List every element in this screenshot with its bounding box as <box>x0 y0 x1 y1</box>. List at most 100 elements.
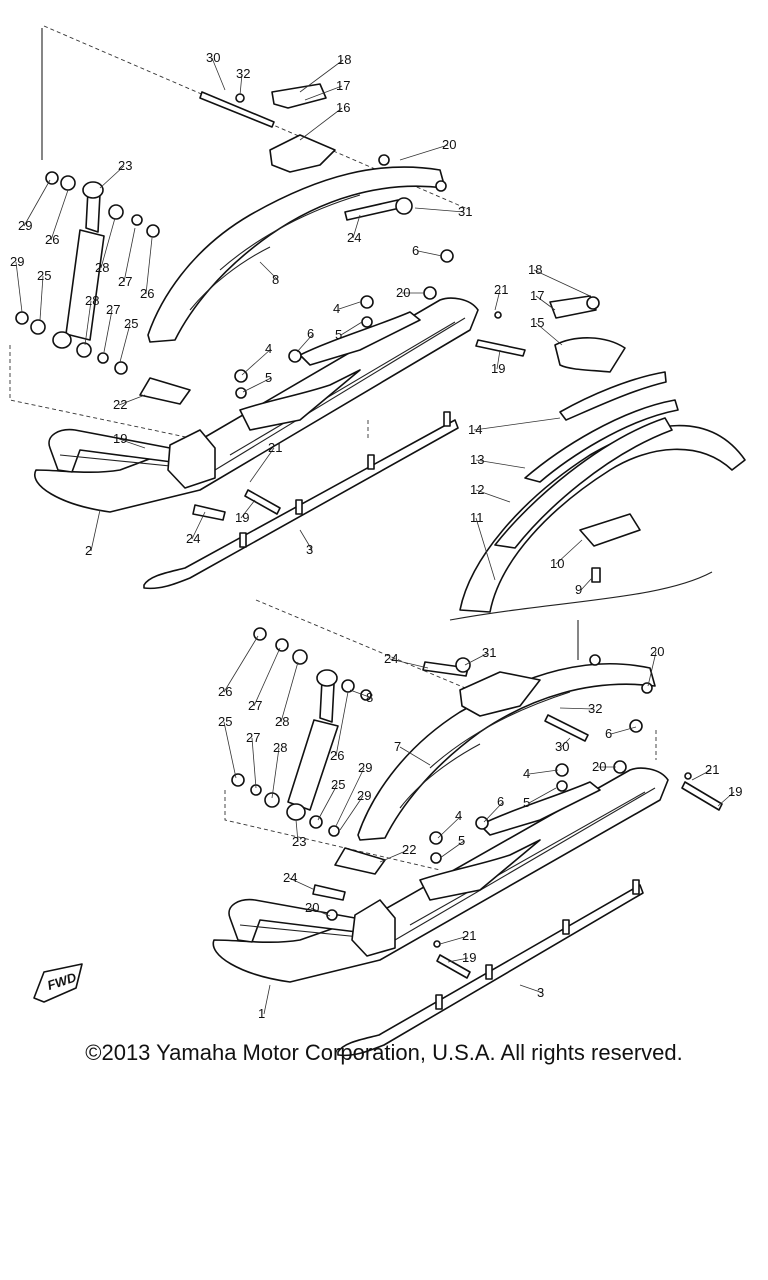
part-number-callout: 20 <box>396 285 410 300</box>
leader-line-c71 <box>437 815 462 839</box>
leader-line-c5 <box>299 107 343 141</box>
leader-line-c54 <box>223 721 237 779</box>
part-number-callout: 2 <box>85 543 92 558</box>
leader-line-c70 <box>483 801 504 823</box>
leaf-part-14 <box>559 371 667 421</box>
part-number-callout: 23 <box>118 158 132 173</box>
leader-line-c45 <box>580 577 593 591</box>
leader-line-c38 <box>475 489 511 503</box>
leader-line-c25 <box>494 289 501 311</box>
part-number-callout: 11 <box>470 510 484 525</box>
leader-line-c20 <box>84 300 92 346</box>
part-number-callout: 5 <box>523 795 530 810</box>
leader-line-c66 <box>317 784 338 821</box>
leader-line-c58 <box>251 737 257 789</box>
part-number-callout: 25 <box>218 714 232 729</box>
leader-line-c51 <box>280 661 299 723</box>
ski-part-1 <box>212 767 669 983</box>
washers-and-nuts-bottom <box>231 627 692 948</box>
leader-line-c61 <box>335 767 365 827</box>
leader-line-c49 <box>223 635 259 693</box>
part-number-callout: 24 <box>384 651 398 666</box>
leader-line-c32 <box>242 377 272 393</box>
part-number-callout: 27 <box>246 730 260 745</box>
leader-line-c18 <box>259 261 279 281</box>
part-number-callout: 28 <box>273 740 287 755</box>
leader-line-c56 <box>560 737 571 748</box>
part-number-callout: 5 <box>335 327 342 342</box>
leader-line-c19 <box>533 269 591 297</box>
leader-line-c17 <box>417 250 443 257</box>
leader-line-c37 <box>249 447 275 483</box>
part-number-callout: 12 <box>470 482 484 497</box>
leader-line-c41 <box>475 517 496 581</box>
part-number-callout: 21 <box>462 928 476 943</box>
bottom-ski-assembly: FWD <box>33 599 723 1057</box>
bracket-part-16-bottom <box>459 671 541 717</box>
part-number-callout: 6 <box>412 243 419 258</box>
leaf-spring-part-8 <box>147 166 446 343</box>
part-number-callout: 29 <box>358 760 372 775</box>
part-number-callout: 6 <box>497 794 504 809</box>
leader-line-c72 <box>439 840 465 859</box>
part-number-callout: 18 <box>528 262 542 277</box>
clamp-part-17b <box>549 295 597 319</box>
leader-line-c76 <box>439 935 469 945</box>
part-number-callout: 27 <box>106 302 120 317</box>
leader-line-c2 <box>239 73 243 96</box>
leaf-part-12 <box>494 417 673 549</box>
clamp-part-17 <box>271 83 327 109</box>
part-number-callout: 5 <box>458 833 465 848</box>
leader-line-c31 <box>241 348 272 376</box>
part-number-callout: 21 <box>494 282 508 297</box>
part-number-callout: 4 <box>265 341 272 356</box>
part-number-callout: 6 <box>307 326 314 341</box>
part-number-callout: 23 <box>292 834 306 849</box>
leader-line-c22 <box>119 323 131 363</box>
leader-line-c13 <box>145 237 153 295</box>
part-number-callout: 30 <box>206 50 220 65</box>
leader-line-c27 <box>340 321 363 336</box>
leader-line-c73 <box>379 849 409 863</box>
part-number-callout: 17 <box>336 78 350 93</box>
part-number-callout: 25 <box>331 777 345 792</box>
leader-line-c46 <box>389 658 429 669</box>
part-number-callout: 19 <box>491 361 505 376</box>
part-number-callout: 8 <box>272 272 279 287</box>
part-number-callout: 31 <box>482 645 496 660</box>
leader-line-c15 <box>15 261 23 313</box>
leader-line-c4 <box>304 85 343 101</box>
part-number-callout: 5 <box>265 370 272 385</box>
leader-line-c7 <box>99 165 125 189</box>
bolt-part-19d <box>436 954 471 979</box>
leader-line-c36 <box>475 459 526 469</box>
bolt-part-24a <box>344 199 401 221</box>
leader-line-c62 <box>691 769 712 781</box>
forward-direction-indicator: FWD <box>33 963 83 1003</box>
part-number-callout: 25 <box>124 316 138 331</box>
part-number-callout: 24 <box>283 870 297 885</box>
part-number-callout: 14 <box>468 422 482 437</box>
leader-line-c9 <box>23 179 51 227</box>
leader-line-c53 <box>559 707 595 710</box>
leader-line-c3 <box>299 59 344 93</box>
leader-line-c43 <box>299 529 313 551</box>
leader-line-c79 <box>519 984 544 994</box>
pad-part-10 <box>579 513 641 547</box>
leader-line-c44 <box>555 539 583 565</box>
leader-line-c6 <box>399 144 449 161</box>
leader-line-c69 <box>295 819 299 843</box>
bolt-part-24b <box>192 504 226 521</box>
leader-line-c16 <box>39 275 44 321</box>
leader-line-c59 <box>271 747 280 799</box>
copyright-notice: ©2013 Yamaha Motor Corporation, U.S.A. A… <box>85 1040 683 1065</box>
leader-line-c33 <box>118 394 146 406</box>
part-number-callout: 6 <box>605 726 612 741</box>
leader-line-c12 <box>123 227 136 283</box>
part-number-callout: 1 <box>258 1006 265 1021</box>
part-number-callout: 4 <box>455 808 462 823</box>
part-number-callout: 24 <box>186 531 200 546</box>
part-number-callout: 19 <box>113 431 127 446</box>
leader-line-c40 <box>191 511 206 540</box>
bolt-part-19c <box>681 781 723 811</box>
